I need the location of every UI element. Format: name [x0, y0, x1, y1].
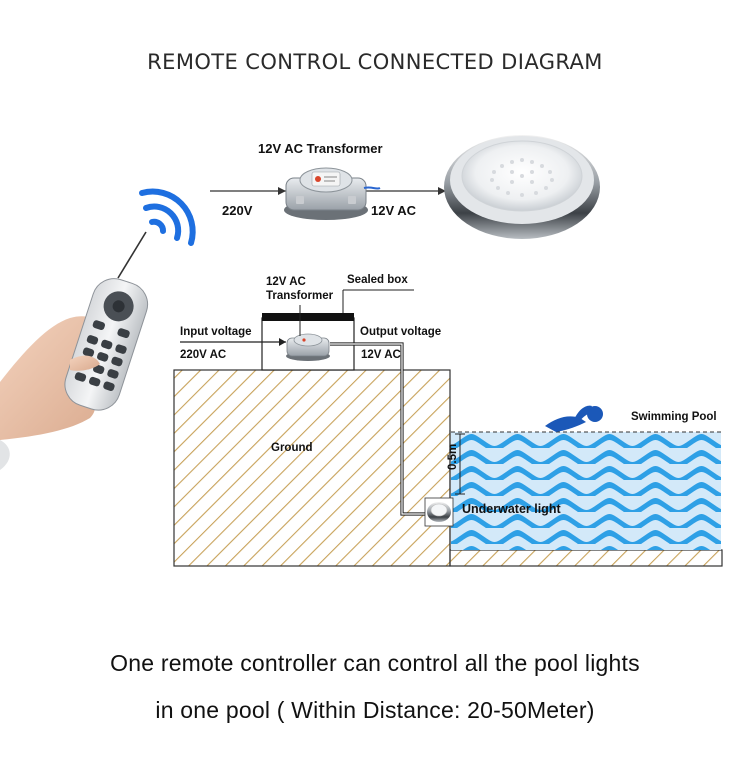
input-voltage-label: Input voltage [180, 326, 252, 338]
transformer-label: 12V AC Transformer [258, 141, 383, 156]
pool-water [451, 432, 721, 550]
box-transformer-label-line1: 12V AC [266, 276, 306, 288]
underwater-light-label: Underwater light [462, 502, 561, 516]
remote-antenna [117, 231, 147, 279]
output-voltage-label: Output voltage [360, 326, 442, 338]
sealed-box-label: Sealed box [347, 274, 408, 286]
top-wiring [210, 187, 446, 195]
remote-control-icon [64, 278, 149, 411]
swimmer-icon [545, 405, 603, 432]
pool-floor [449, 549, 723, 567]
ground-area [173, 369, 451, 567]
input-voltage-value: 220V AC [180, 349, 227, 361]
underwater-light-icon [424, 497, 454, 527]
depth-label: 0.5m [447, 443, 459, 470]
transformer-box-icon [286, 333, 330, 361]
transformer-top-icon [284, 167, 381, 220]
ground-label: Ground [271, 442, 313, 454]
caption-line-2: in one pool ( Within Distance: 20-50Mete… [155, 697, 595, 723]
output-voltage-value: 12V AC [361, 349, 401, 361]
sealed-box-lid [262, 313, 354, 321]
thumb-icon [70, 355, 100, 371]
caption-line-1: One remote controller can control all th… [110, 650, 640, 676]
swimming-pool-label: Swimming Pool [631, 411, 717, 423]
box-transformer-label-line2: Transformer [266, 290, 334, 302]
pool-light-icon [444, 135, 600, 239]
page-title: REMOTE CONTROL CONNECTED DIAGRAM [147, 50, 603, 74]
output-12v-label: 12V AC [371, 203, 417, 218]
input-220v-label: 220V [222, 203, 253, 218]
signal-waves-icon [139, 188, 196, 246]
